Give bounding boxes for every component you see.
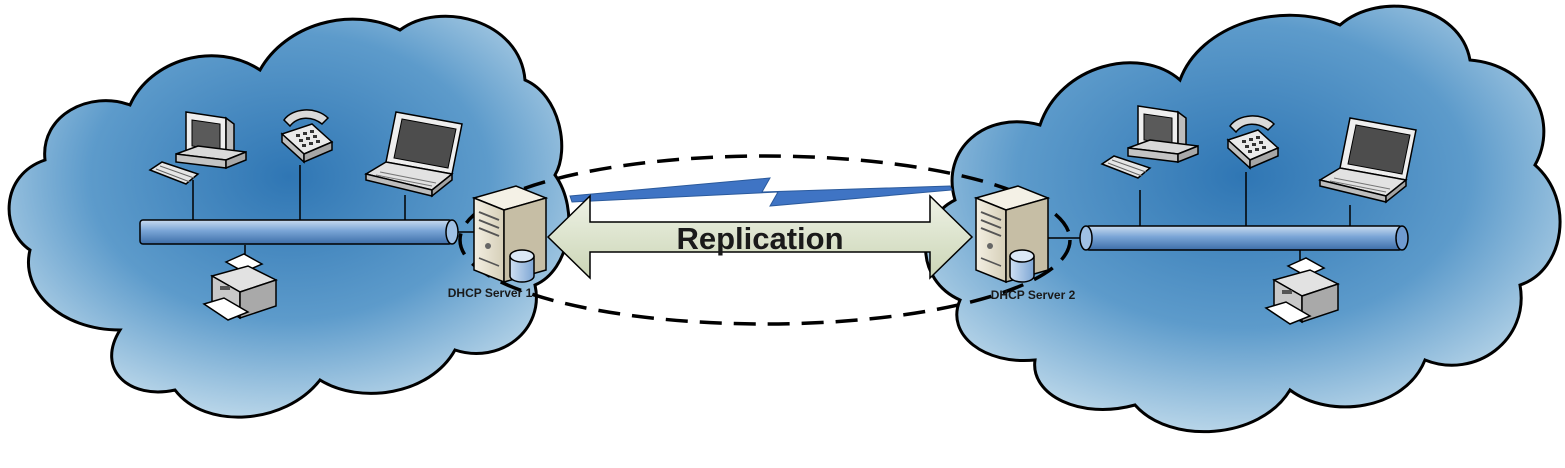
network-bus-right (1045, 172, 1409, 270)
dhcp-server-2: DHCP Server 2 (975, 185, 1076, 302)
replication-double-arrow (546, 194, 974, 280)
dhcp-server-1-label: DHCP Server 1 (448, 286, 533, 300)
replication-boundary-ellipse (458, 154, 1072, 326)
dhcp-server-1: DHCP Server 1 (448, 185, 547, 300)
network-cloud-right (924, 4, 1562, 434)
network-cloud-left (7, 14, 571, 419)
wan-link-lightning-icon (569, 177, 953, 207)
database-icon (509, 249, 535, 283)
database-icon (1009, 249, 1035, 283)
dhcp-server-2-label: DHCP Server 2 (991, 288, 1076, 302)
replication-label: Replication (676, 221, 843, 256)
